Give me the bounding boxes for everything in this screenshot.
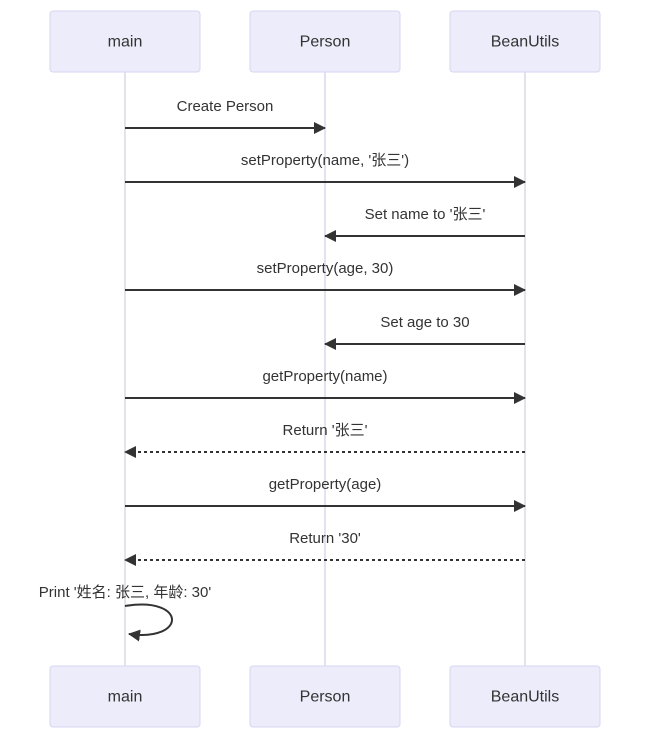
actor-box-top-person (249, 10, 401, 73)
self-message-label-9: Print '姓名: 张三, 年龄: 30' (39, 584, 212, 601)
actor-box-bottom-beanutils (449, 665, 601, 728)
actor-label-top-main: main (108, 34, 143, 51)
message-label-8: Return '30' (289, 530, 361, 547)
message-label-6: Return '张三' (283, 422, 368, 439)
message-label-1: setProperty(name, '张三') (241, 152, 409, 169)
message-label-0: Create Person (177, 98, 274, 115)
message-label-3: setProperty(age, 30) (257, 260, 394, 277)
actor-label-bottom-beanutils: BeanUtils (491, 689, 559, 706)
actor-label-top-person: Person (300, 34, 351, 51)
actor-box-bottom-main (49, 665, 201, 728)
actor-label-bottom-person: Person (300, 689, 351, 706)
actor-label-top-beanutils: BeanUtils (491, 34, 559, 51)
actor-box-bottom-person (249, 665, 401, 728)
message-label-2: Set name to '张三' (365, 206, 486, 223)
actor-label-bottom-main: main (108, 689, 143, 706)
message-label-4: Set age to 30 (380, 314, 469, 331)
message-label-5: getProperty(name) (262, 368, 387, 385)
self-loop-arrow-9 (124, 603, 173, 642)
actor-box-top-beanutils (449, 10, 601, 73)
message-label-7: getProperty(age) (269, 476, 382, 493)
actor-box-top-main (49, 10, 201, 73)
